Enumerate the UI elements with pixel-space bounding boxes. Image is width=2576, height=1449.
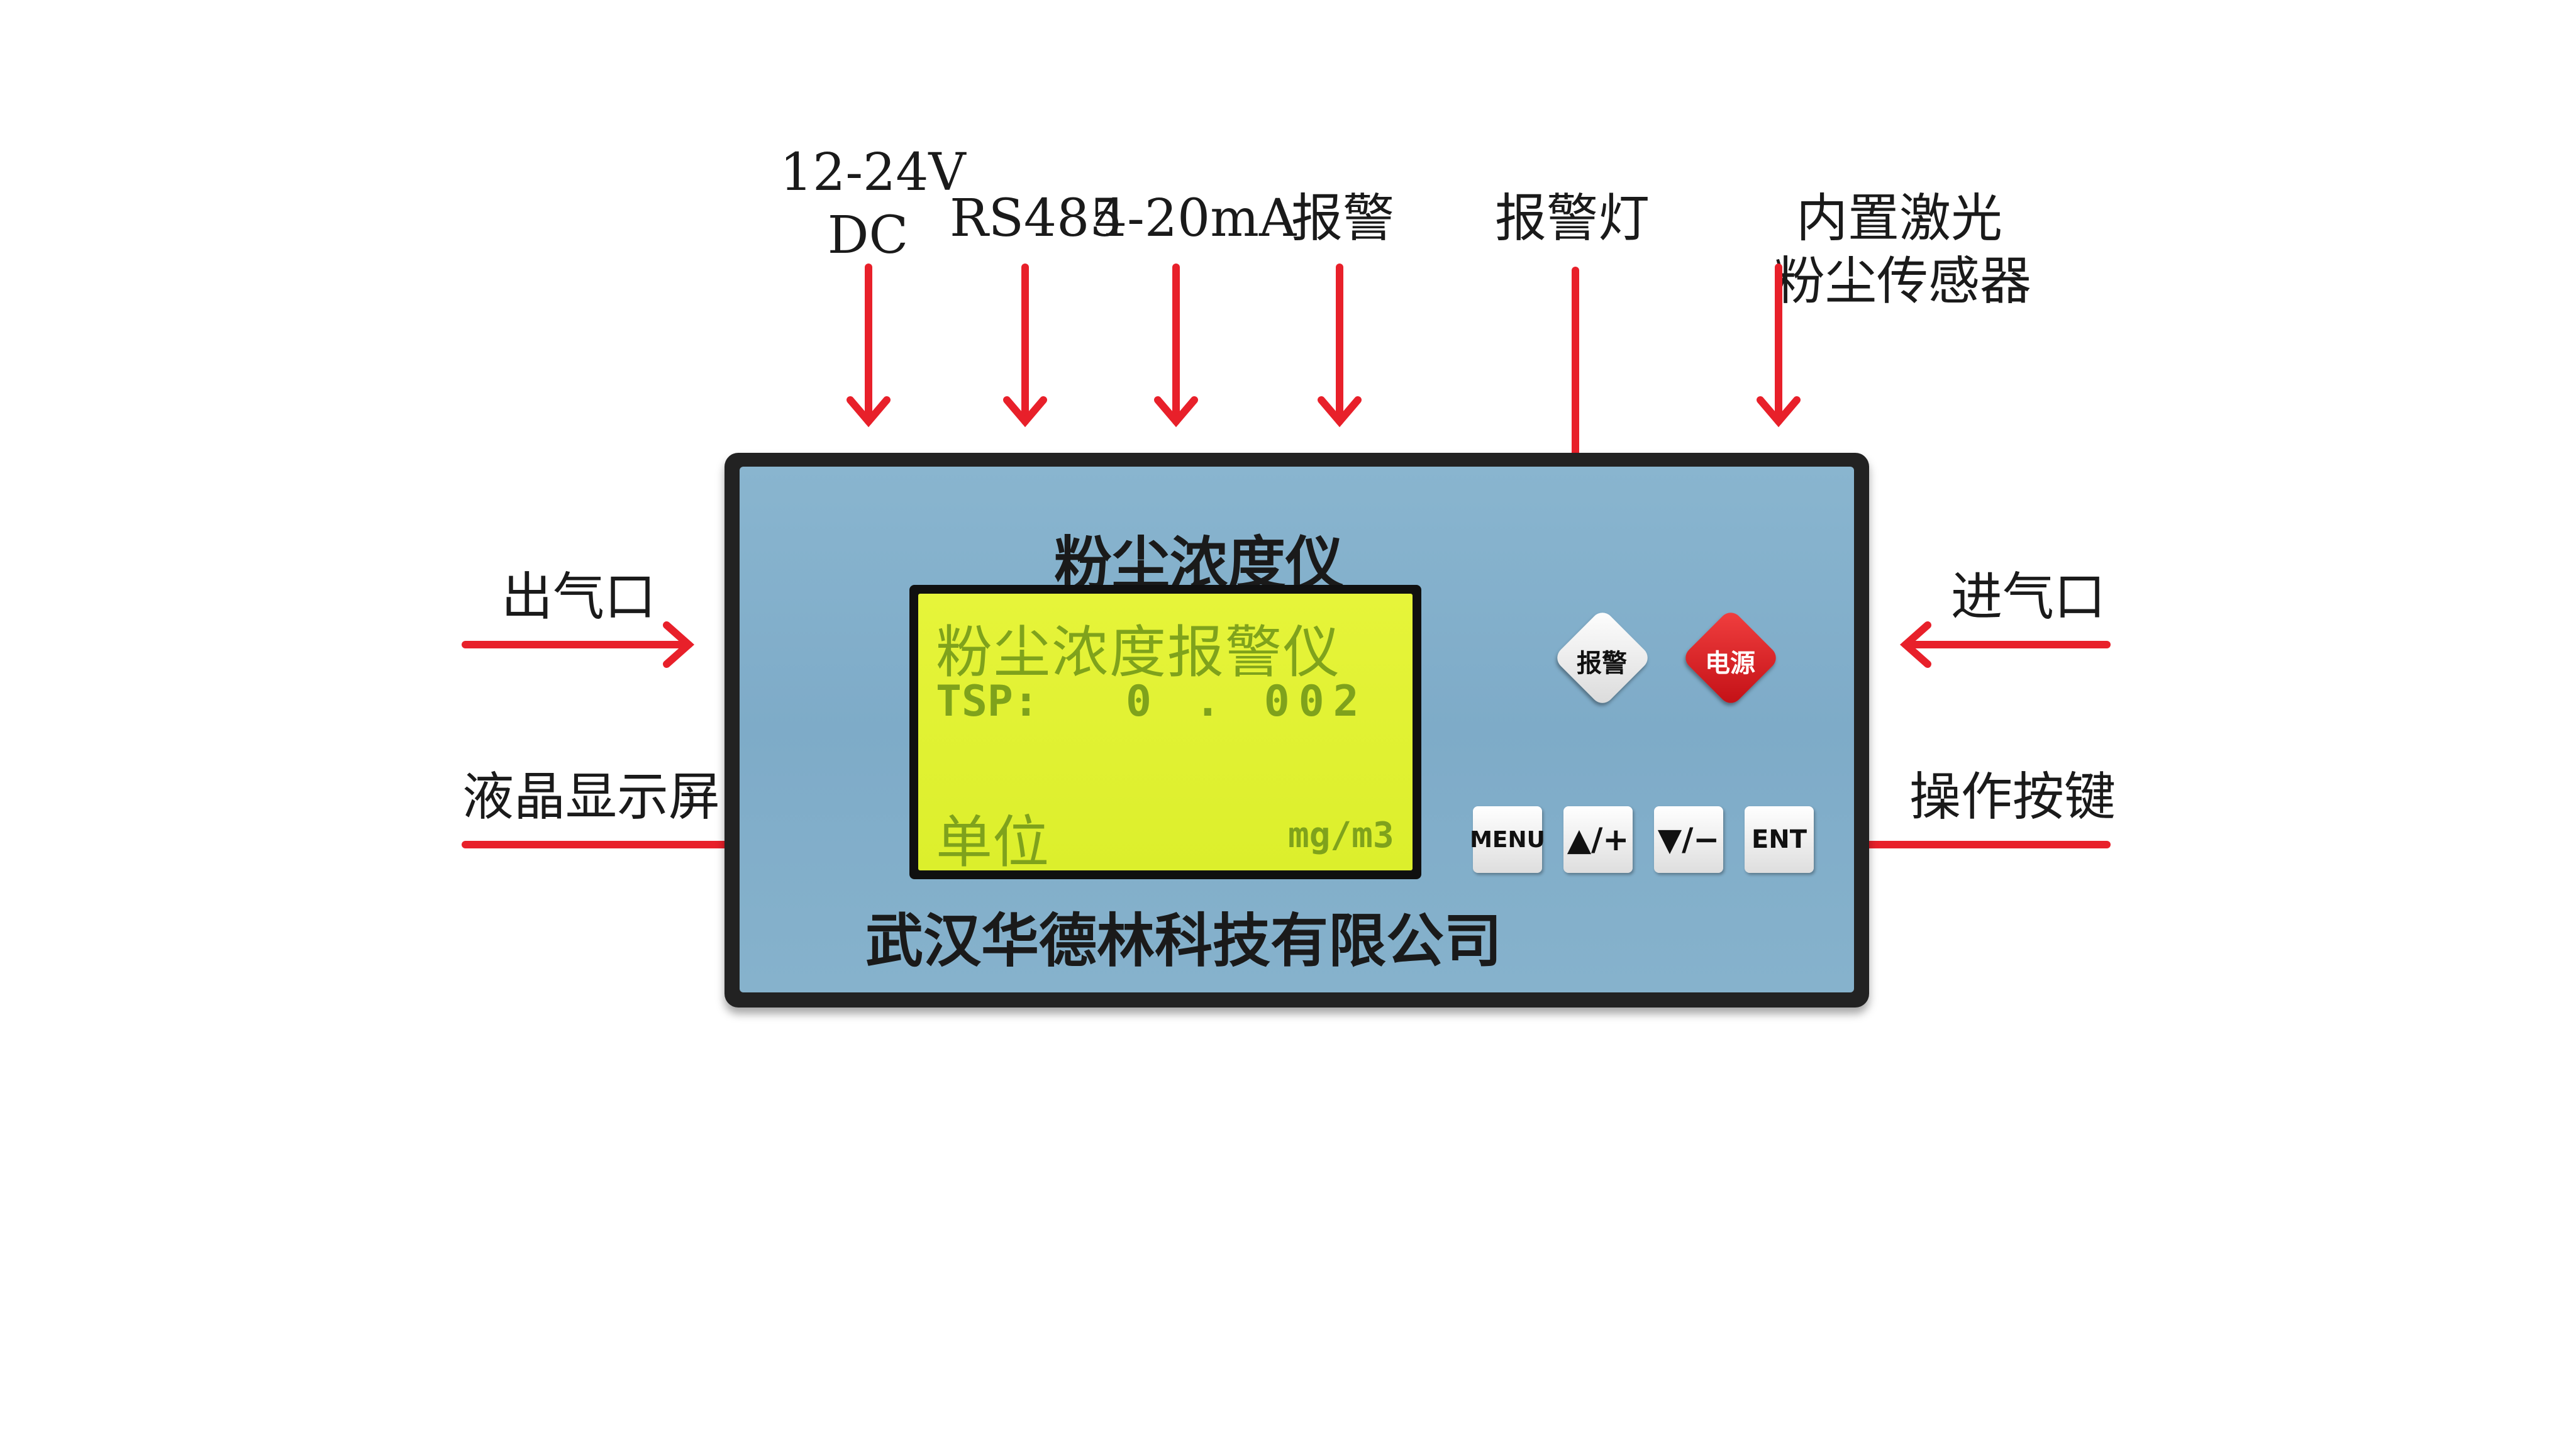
menu-button[interactable]: MENU — [1470, 806, 1545, 873]
rs485-arrow — [1003, 264, 1047, 428]
power-supply-label: 12-24V DC — [780, 142, 966, 267]
laser-sensor-line-2: 粉尘传感器 — [1774, 252, 2032, 311]
analog-output-label: 4-20mA — [1094, 189, 1297, 248]
alarm-output-arrow — [1318, 264, 1362, 428]
power-indicator-label: 电源 — [1705, 649, 1755, 678]
lcd-screen-label: 液晶显示屏 — [462, 767, 720, 827]
lcd-unit-label: 单位 — [936, 809, 1049, 870]
lcd-unit-value: mg/m3 — [1288, 815, 1394, 856]
lcd-display: 粉尘浓度报警仪 TSP: 0 . 002 单位 mg/m3 — [918, 594, 1413, 870]
down-minus-button[interactable]: ▼/− — [1654, 806, 1723, 873]
lcd-screen: 粉尘浓度报警仪 TSP: 0 . 002 单位 mg/m3 — [909, 585, 1421, 879]
laser-sensor-line-1: 内置激光 — [1796, 189, 2002, 248]
analog-output-arrow — [1154, 264, 1198, 428]
power-supply-type: DC — [827, 206, 909, 265]
air-outlet-label: 出气口 — [501, 567, 656, 627]
air-outlet-arrow — [462, 621, 695, 668]
operation-keys-label: 操作按键 — [1909, 767, 2116, 827]
device-front-panel: 粉尘浓度仪 粉尘浓度报警仪 TSP: 0 . 002 单位 mg/m3 报警 电… — [740, 467, 1854, 992]
rs485-label: RS485 — [950, 189, 1123, 248]
lcd-tsp-label: TSP: — [936, 677, 1039, 726]
laser-sensor-label: 内置激光 粉尘传感器 — [1774, 187, 2032, 313]
lcd-tsp-value: 0 . 002 — [1126, 677, 1368, 726]
power-supply-arrow — [847, 264, 891, 428]
dust-monitor-device: 粉尘浓度仪 粉尘浓度报警仪 TSP: 0 . 002 单位 mg/m3 报警 电… — [724, 453, 1869, 1008]
air-inlet-arrow — [1899, 621, 2111, 668]
up-plus-button[interactable]: ▲/+ — [1563, 806, 1633, 873]
lcd-heading: 粉尘浓度报警仪 — [936, 619, 1341, 686]
power-supply-voltage: 12-24V — [780, 143, 966, 203]
alarm-output-label: 报警 — [1291, 189, 1394, 248]
enter-button[interactable]: ENT — [1745, 806, 1814, 873]
alarm-indicator-label: 报警 — [1577, 649, 1627, 678]
company-name: 武汉华德林科技有限公司 — [865, 908, 1502, 975]
air-inlet-label: 进气口 — [1950, 567, 2106, 627]
laser-sensor-arrow — [1757, 264, 1801, 428]
alarm-light-callout: 报警灯 — [1494, 189, 1650, 248]
